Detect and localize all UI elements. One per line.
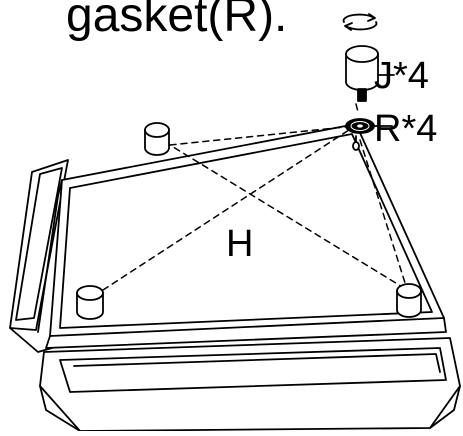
front-housing [39,337,461,432]
base-tray [37,123,447,349]
placement-lines [102,103,407,291]
gasket-label: R*4 [374,108,438,150]
side-panel [9,159,69,353]
rotate-arrows-icon [342,13,378,31]
foot-back-left [144,122,170,156]
foot-label: J*4 [374,55,429,97]
foot-j [345,45,395,102]
instruction-text: gasket(R). [66,0,288,42]
gasket-r [345,118,393,134]
foot-front-left [76,285,104,320]
base-label: H [226,223,254,265]
screw-hole [352,135,360,151]
foot-front-right [396,283,422,318]
